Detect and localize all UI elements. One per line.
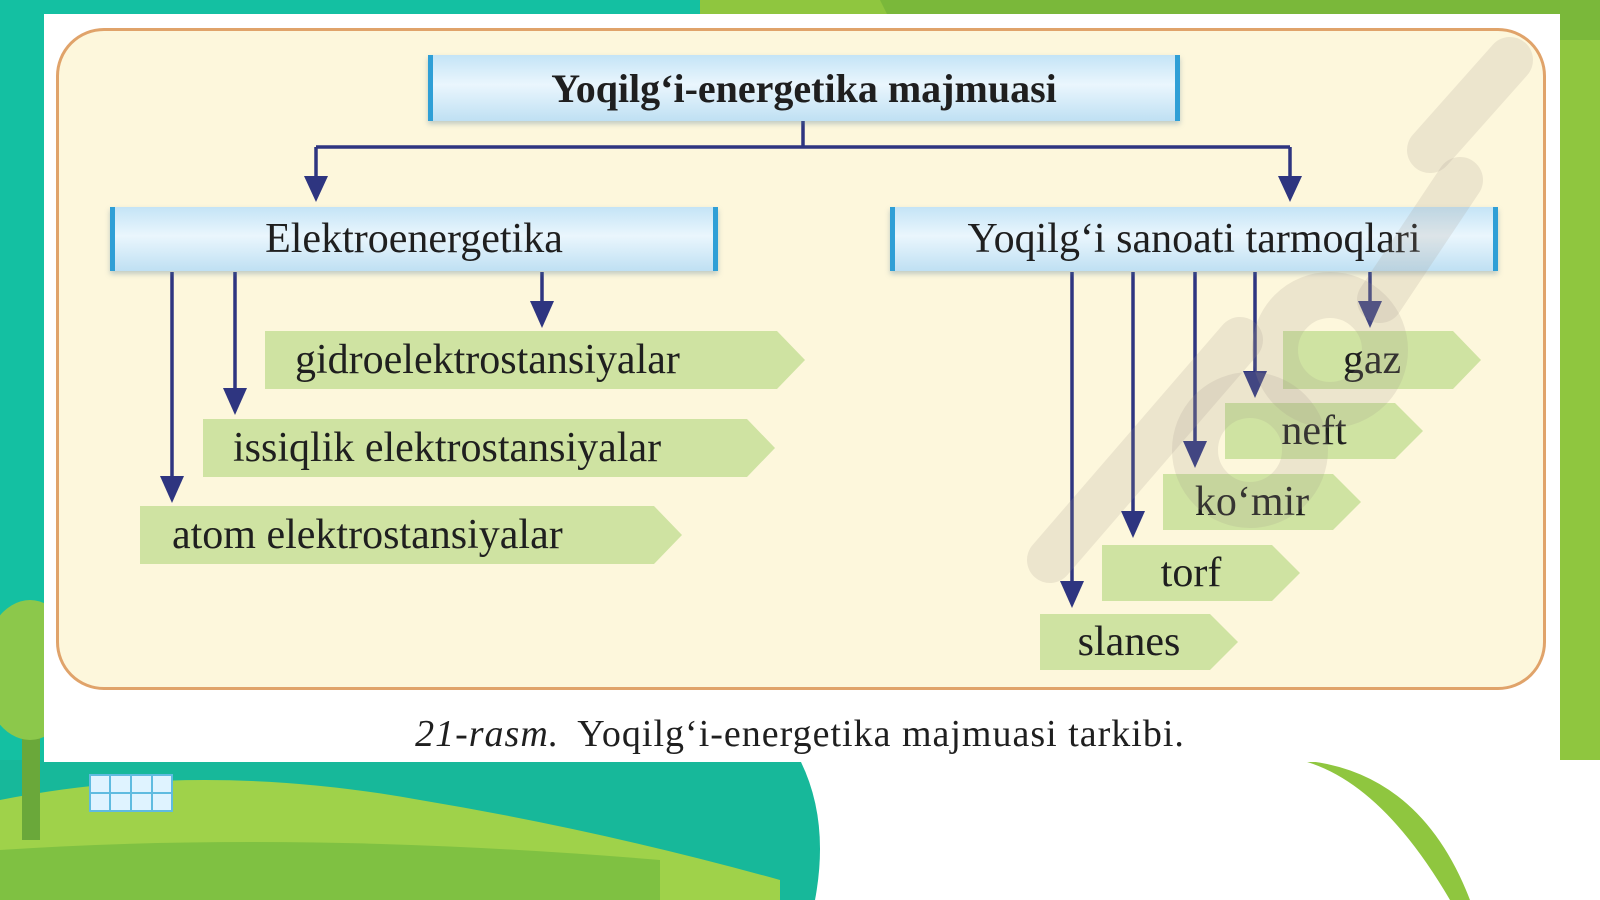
figure-caption: 21-rasm. Yoqilg‘i-energetika majmuasi tar… — [0, 712, 1600, 756]
tag-komir: ko‘mir — [1163, 474, 1361, 530]
tag-label: gidroelektrostansiyalar — [295, 337, 680, 383]
tag-slanes: slanes — [1040, 614, 1238, 670]
yoqilgi-sanoati-label: Yoqilg‘i sanoati tarmoqlari — [967, 216, 1421, 262]
figure-number: 21-rasm. — [415, 713, 560, 755]
elektroenergetika-label: Elektroenergetika — [265, 216, 563, 262]
tag-label: torf — [1160, 550, 1222, 596]
tag-label: gaz — [1342, 337, 1402, 383]
tag-label: neft — [1281, 408, 1347, 454]
tag-label: slanes — [1077, 619, 1181, 665]
figure-caption-text: Yoqilg‘i-energetika majmuasi tarkibi. — [577, 713, 1185, 755]
tag-label: atom elektrostansiyalar — [172, 512, 563, 558]
tag-label: ko‘mir — [1194, 479, 1310, 525]
tag-gidroelektrostansiyalar: gidroelektrostansiyalar — [265, 331, 805, 389]
solar-panel-icon — [89, 774, 173, 812]
elektroenergetika-box: Elektroenergetika — [110, 207, 718, 271]
root-box: Yoqilg‘i-energetika majmuasi — [428, 55, 1180, 121]
root-label: Yoqilg‘i-energetika majmuasi — [551, 65, 1057, 111]
tag-label: issiqlik elektrostansiyalar — [233, 425, 662, 471]
tag-atom-elektrostansiyalar: atom elektrostansiyalar — [140, 506, 682, 564]
tag-torf: torf — [1102, 545, 1300, 601]
tag-neft: neft — [1225, 403, 1423, 459]
tag-gaz: gaz — [1283, 331, 1481, 389]
yoqilgi-sanoati-box: Yoqilg‘i sanoati tarmoqlari — [890, 207, 1498, 271]
tag-issiqlik-elektrostansiyalar: issiqlik elektrostansiyalar — [203, 419, 775, 477]
